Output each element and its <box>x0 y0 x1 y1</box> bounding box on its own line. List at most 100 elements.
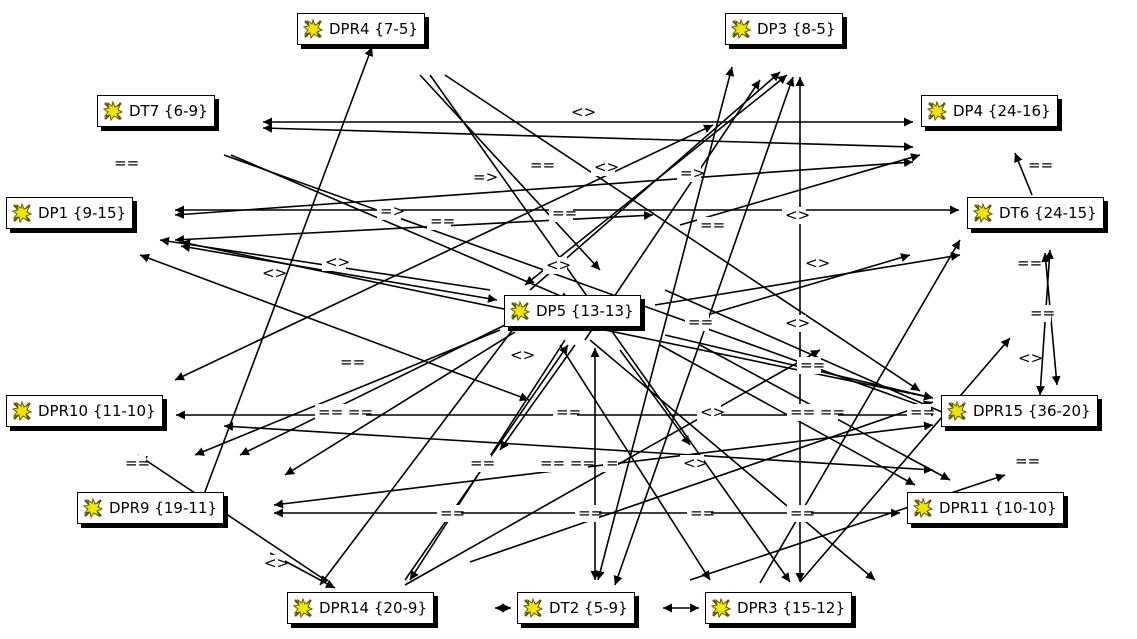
edge-30 <box>759 239 961 584</box>
edge-label-14: <> <box>262 264 287 282</box>
node-dpr4[interactable]: DPR4 {7-5} <box>297 13 425 45</box>
edge-label-bg-21 <box>315 404 366 421</box>
edge-label-bg-2 <box>470 169 494 186</box>
node-label: DP1 {9-15} <box>38 204 127 222</box>
node-icon <box>730 18 752 40</box>
node-icon <box>522 597 544 619</box>
edge-label-bg-13 <box>802 255 826 272</box>
edge-label-bg-19 <box>1027 305 1051 322</box>
node-dt7[interactable]: DT7 {6-9} <box>97 95 215 127</box>
edge-label-8: == <box>700 216 725 234</box>
edge-label-bg-32 <box>437 505 461 522</box>
edge-label-5: => <box>680 164 705 182</box>
node-icon <box>509 300 531 322</box>
node-label: DPR15 {36-20} <box>973 402 1091 420</box>
edge-4 <box>174 210 654 245</box>
node-dp1[interactable]: DP1 {9-15} <box>6 197 134 229</box>
node-label: DT2 {5-9} <box>549 599 628 617</box>
edge-label-29: = <box>606 454 619 472</box>
edge-label-bg-5 <box>677 165 701 182</box>
node-dp5[interactable]: DP5 {13-13} <box>504 295 641 327</box>
edge-label-bg-14 <box>259 265 283 282</box>
edge-label-bg-38 <box>1025 157 1049 174</box>
node-icon <box>946 400 968 422</box>
node-dp3[interactable]: DP3 {8-5} <box>725 13 843 45</box>
node-icon <box>82 497 104 519</box>
node-label: DPR9 {19-11} <box>109 499 218 517</box>
node-dt2[interactable]: DT2 {5-9} <box>517 592 635 624</box>
edge-label-bg-20 <box>1015 350 1039 367</box>
edge-54 <box>499 344 576 451</box>
edge-label-18: == <box>1017 254 1042 272</box>
node-label: DPR3 {15-12} <box>737 599 846 617</box>
edge-label-bg-28 <box>537 455 588 472</box>
edge-label-bg-35 <box>787 505 811 522</box>
edge-label-bg-22 <box>553 404 577 421</box>
edge-49 <box>419 74 601 271</box>
edge-label-2: => <box>473 168 498 186</box>
edge-label-bg-30 <box>680 455 704 472</box>
edge-label-3: == <box>530 156 555 174</box>
node-icon <box>102 100 124 122</box>
edge-label-bg-24 <box>787 404 838 421</box>
node-dpr11[interactable]: DPR11 {10-10} <box>907 492 1064 524</box>
node-label: DPR4 {7-5} <box>329 20 418 38</box>
edge-label-38: == <box>1028 156 1053 174</box>
edge-42 <box>529 71 781 291</box>
edge-28 <box>469 400 934 563</box>
edge-label-bg-12 <box>322 254 346 271</box>
node-icon <box>912 497 934 519</box>
edge-label-13: <> <box>805 254 830 272</box>
node-label: DPR14 {20-9} <box>319 599 428 617</box>
edge-label-33: == <box>578 504 603 522</box>
edge-label-layer: <>===>==<>=>======<>=><><><><>==<>======… <box>111 103 1055 572</box>
edge-51 <box>319 319 521 586</box>
node-dpr9[interactable]: DPR9 {19-11} <box>77 492 225 524</box>
node-icon <box>11 400 33 422</box>
edge-label-28: == == <box>540 454 595 472</box>
edge-label-19: == <box>1030 304 1055 322</box>
edge-label-12: <> <box>325 253 350 271</box>
edge-label-bg-29 <box>603 455 618 472</box>
edge-label-17: == <box>340 353 365 371</box>
node-dpr15[interactable]: DPR15 {36-20} <box>941 395 1098 427</box>
edge-label-bg-27 <box>467 455 491 472</box>
edge-label-34: == <box>690 504 715 522</box>
edge-label-bg-34 <box>687 505 711 522</box>
edge-label-32: == <box>440 504 465 522</box>
node-dt6[interactable]: DT6 {24-15} <box>967 197 1104 229</box>
edge-label-36: <> <box>264 554 289 572</box>
edge-label-bg-11 <box>543 257 567 274</box>
node-icon <box>302 18 324 40</box>
edge-label-16: <> <box>785 314 810 332</box>
edge-label-0: <> <box>571 103 596 121</box>
edge-48 <box>619 349 691 446</box>
edge-label-30: <> <box>683 454 708 472</box>
node-label: DT6 {24-15} <box>999 204 1097 222</box>
edge-label-24: == == <box>790 403 845 421</box>
edge-15 <box>137 454 326 581</box>
node-dpr10[interactable]: DPR10 {11-10} <box>6 395 163 427</box>
edge-43 <box>664 289 961 421</box>
node-label: DP5 {13-13} <box>536 302 634 320</box>
node-label: DP4 {24-16} <box>953 102 1051 120</box>
edge-label-bg-39 <box>507 347 531 364</box>
edge-label-bg-10 <box>377 203 401 220</box>
node-icon <box>926 100 948 122</box>
node-label: DP3 {8-5} <box>757 20 836 38</box>
edge-label-bg-4 <box>591 159 615 176</box>
node-dp4[interactable]: DP4 {24-16} <box>921 95 1058 127</box>
edge-label-bg-33 <box>575 505 599 522</box>
edge-label-bg-37 <box>797 357 821 374</box>
edge-label-27: == <box>470 454 495 472</box>
edge-label-bg-8 <box>697 217 721 234</box>
edge-label-6: == <box>430 212 455 230</box>
edge-label-9: <> <box>785 206 810 224</box>
node-dpr14[interactable]: DPR14 {20-9} <box>287 592 435 624</box>
edge-47 <box>239 324 506 456</box>
node-dpr3[interactable]: DPR3 {15-12} <box>705 592 853 624</box>
edge-label-bg-7 <box>549 205 573 222</box>
edge-label-bg-16 <box>782 315 806 332</box>
edge-label-23: <> <box>700 403 725 421</box>
edge-label-bg-0 <box>568 104 592 121</box>
